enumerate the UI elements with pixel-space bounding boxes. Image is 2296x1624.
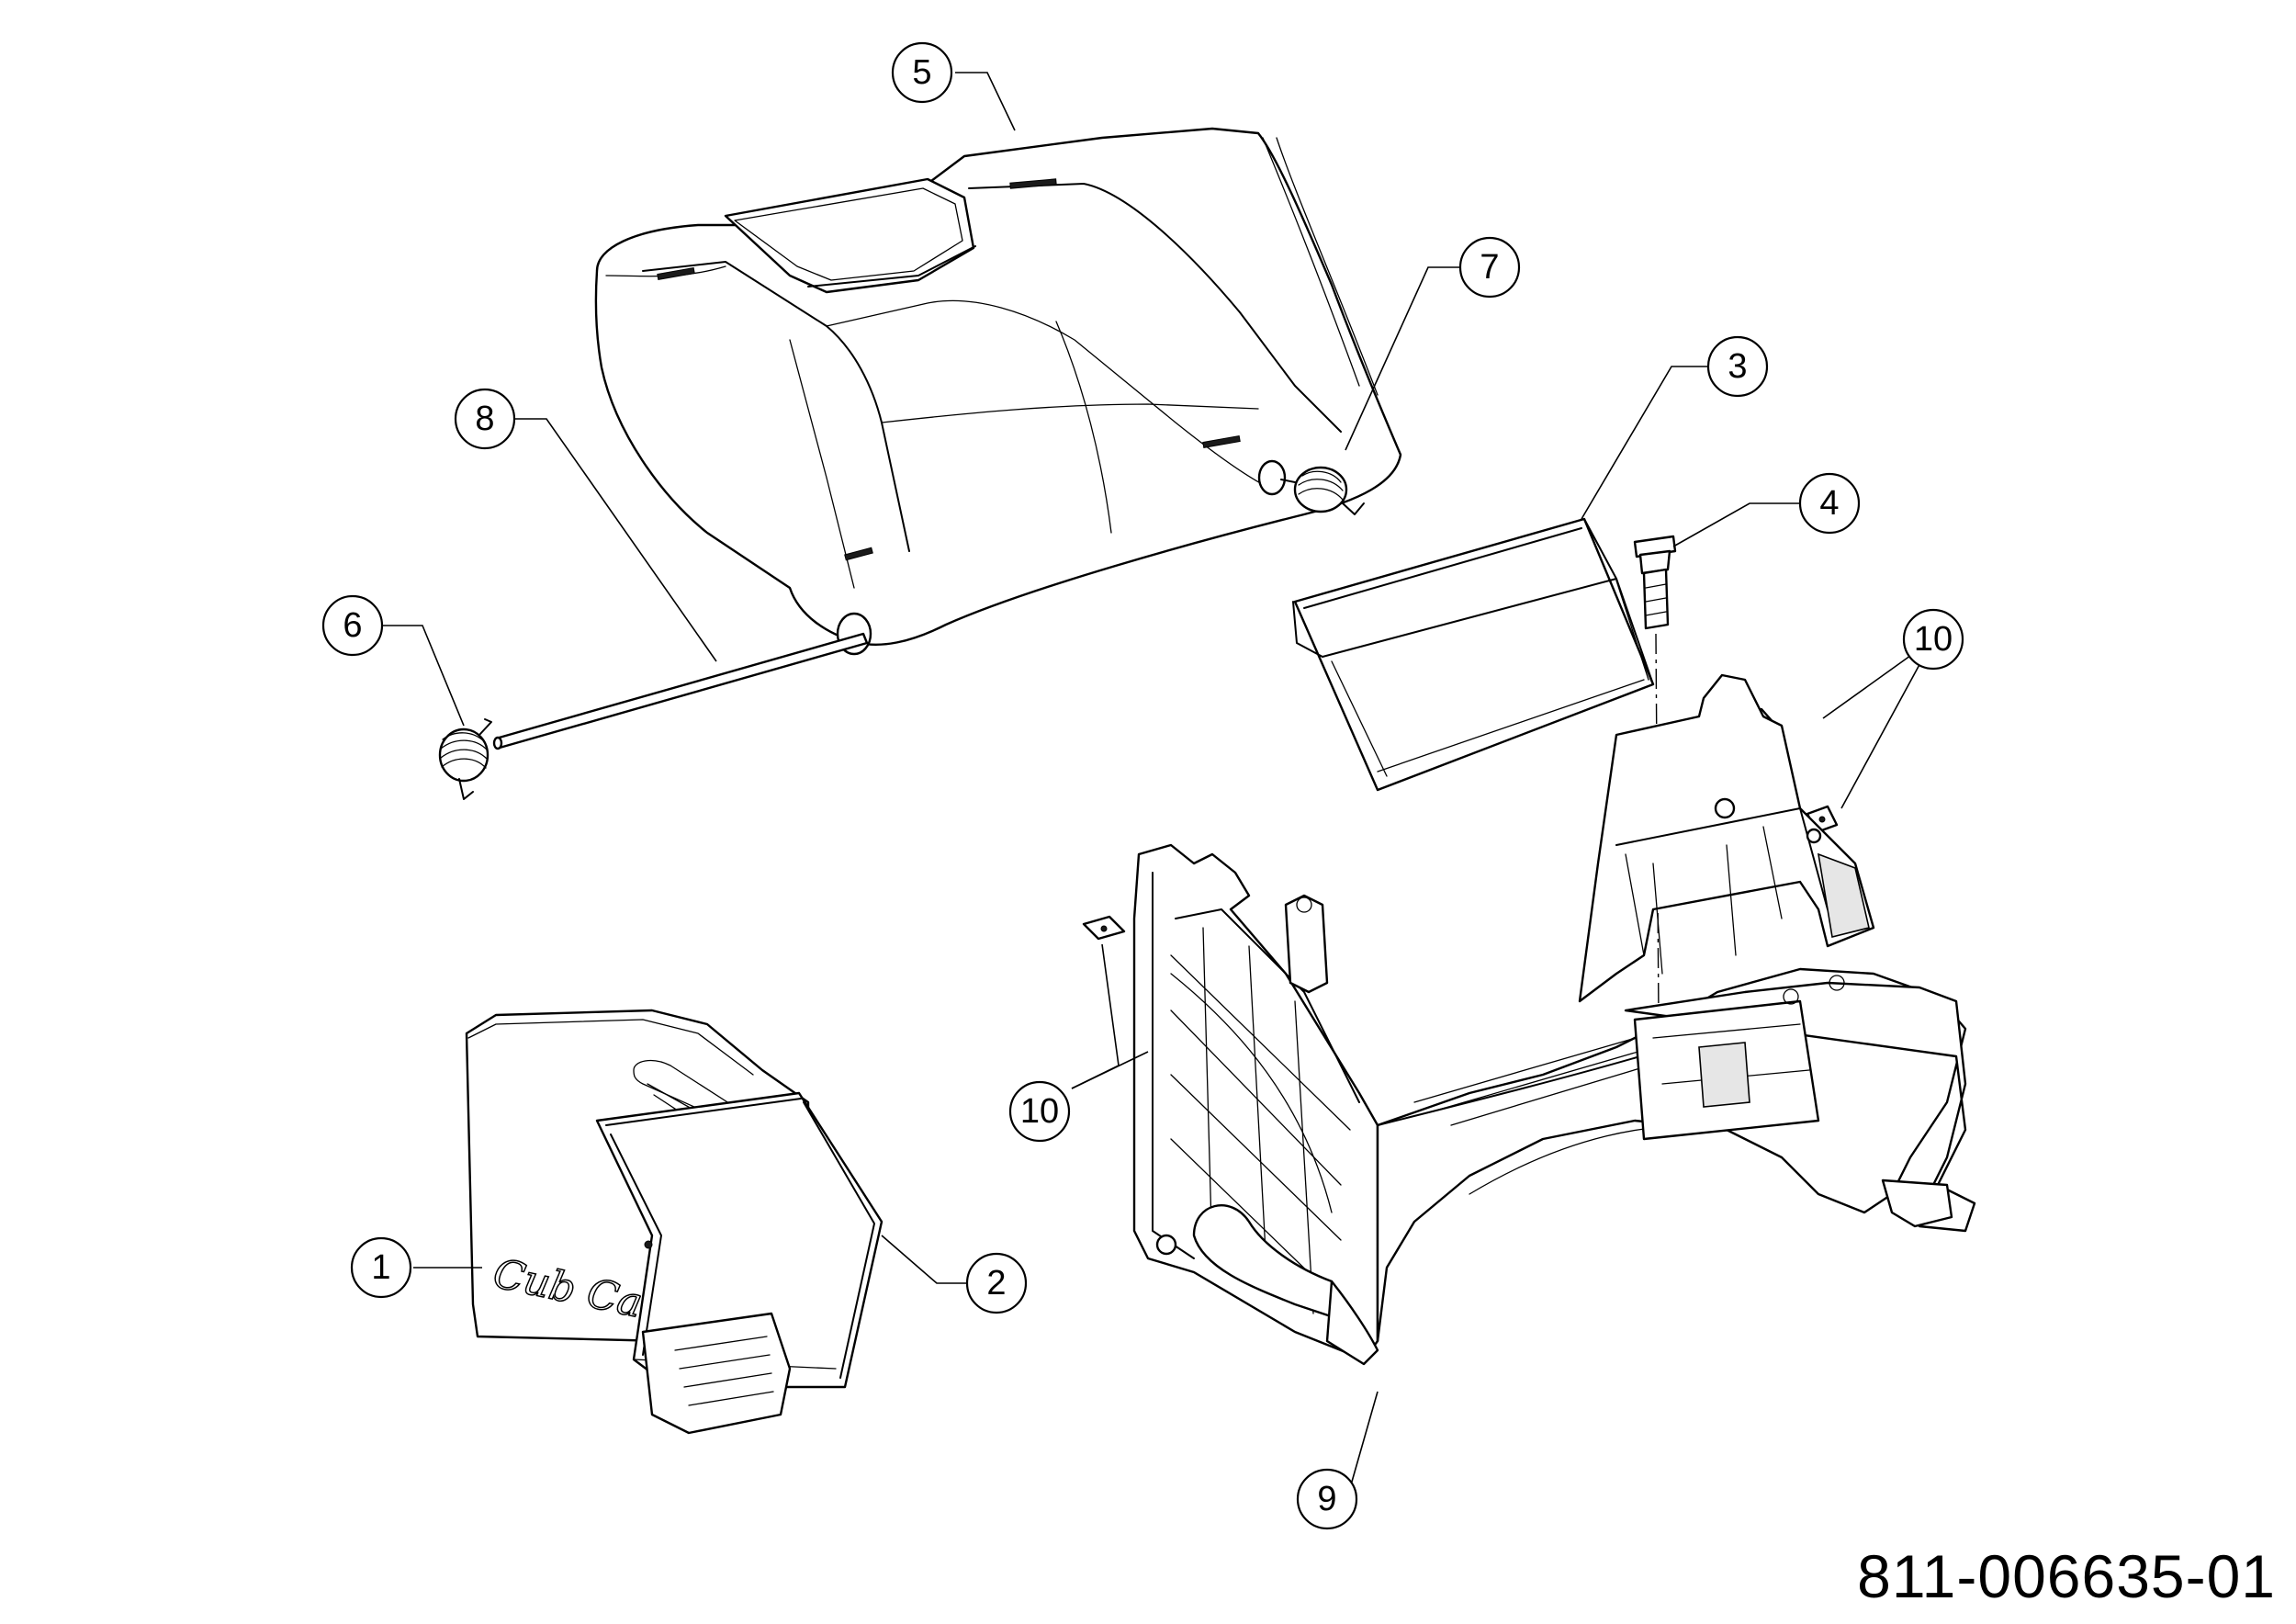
callout-1-label: 1 [371,1248,390,1287]
callout-9: 9 [1296,1468,1358,1530]
callout-3: 3 [1706,335,1769,398]
part-3-deflector-flap [1292,517,1655,792]
part-6-torsion-spring [438,718,492,800]
callout-10-right-label: 10 [1914,620,1953,659]
part-7-torsion-spring [1280,466,1365,515]
callout-10-left: 10 [1008,1080,1071,1143]
callout-9-label: 9 [1317,1480,1336,1518]
callout-1: 1 [350,1236,412,1299]
callout-3-label: 3 [1728,347,1747,386]
callout-7-label: 7 [1480,248,1499,287]
callout-2: 2 [965,1252,1028,1314]
drawing-number: 811-006635-01 [1857,1542,2276,1610]
callout-4-label: 4 [1819,484,1839,523]
callout-6-label: 6 [343,606,362,645]
callout-2-label: 2 [986,1264,1006,1303]
callout-6: 6 [321,594,384,657]
callout-8: 8 [454,388,516,450]
part-10-clip-nut-left [1082,915,1126,941]
callout-8-label: 8 [475,400,494,438]
callout-5-label: 5 [912,53,931,92]
callout-5: 5 [891,41,953,104]
callout-10-right: 10 [1902,608,1964,671]
part-8-hinge-rod [492,632,869,750]
callout-4: 4 [1798,472,1861,535]
part-4-bolt [1633,535,1677,1021]
part-9-base-frame [1132,673,1976,1366]
callout-10-left-label: 10 [1020,1092,1059,1131]
callout-7: 7 [1458,236,1521,299]
part-5-top-cover [594,127,1402,656]
part-2-bag-frame [595,1091,884,1435]
